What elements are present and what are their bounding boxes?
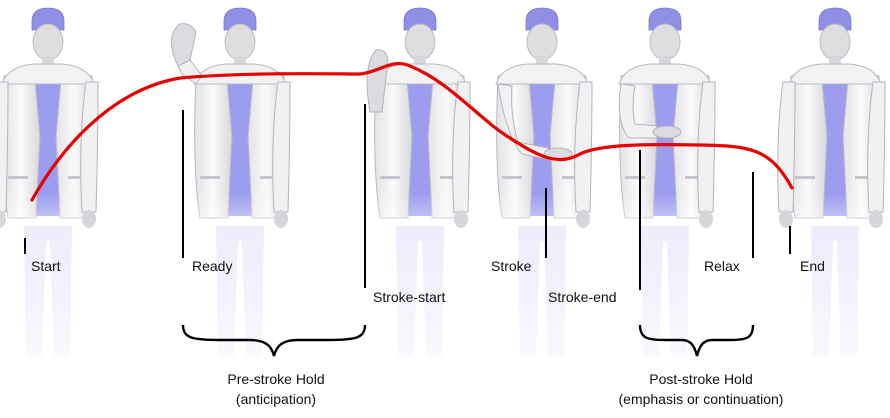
figure-start: [0, 6, 108, 366]
pre-stroke-hold-title: Pre-stroke Hold: [227, 371, 324, 387]
post-stroke-hold-title: Post-stroke Hold: [649, 371, 752, 387]
label-stroke-start: Stroke-start: [373, 289, 445, 305]
figure-ready: [171, 6, 300, 366]
label-ready: Ready: [192, 258, 232, 274]
pre-stroke-hold-subtitle: (anticipation): [236, 391, 316, 407]
label-stroke: Stroke: [491, 258, 532, 274]
figure-stroke-start: [360, 6, 480, 366]
figure-stroke-end: [605, 6, 725, 366]
label-end: End: [800, 258, 825, 274]
label-start: Start: [31, 258, 61, 274]
label-stroke-end: Stroke-end: [548, 289, 616, 305]
post-stroke-hold-subtitle: (emphasis or continuation): [619, 391, 784, 407]
label-relax: Relax: [704, 258, 740, 274]
figure-stroke: [482, 6, 602, 366]
